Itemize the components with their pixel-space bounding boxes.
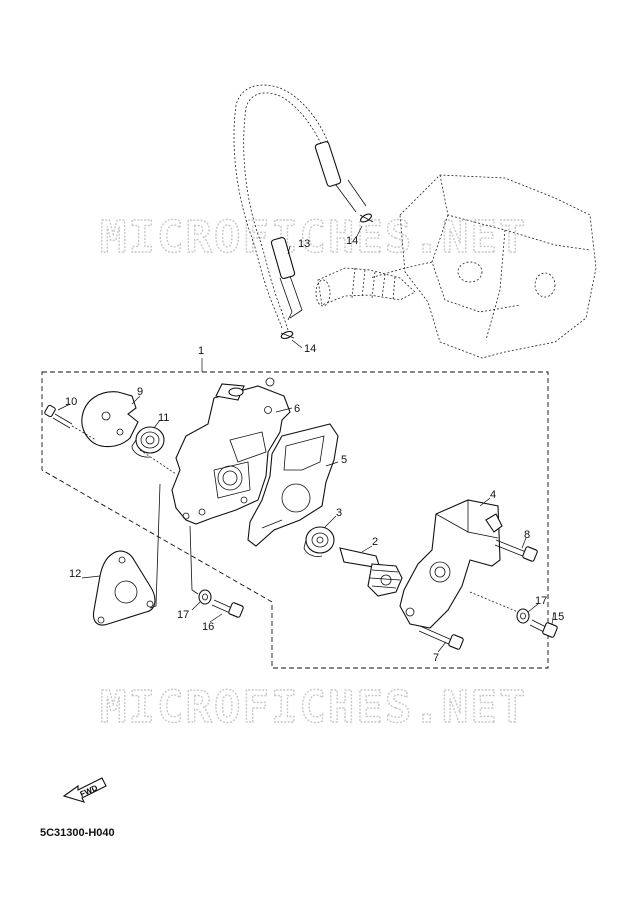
callout-16: 16 [202, 621, 214, 633]
part-2-impeller [339, 547, 403, 597]
callout-7: 7 [433, 652, 439, 664]
part-7-bolt [418, 625, 464, 650]
hose-assembly [233, 84, 367, 331]
part-17-washer-left [189, 525, 212, 605]
part-8-bolt [494, 539, 538, 562]
callout-5: 5 [341, 454, 347, 466]
fwd-label: FWD [79, 783, 100, 799]
callout-4: 4 [490, 489, 496, 501]
callout-14-upper: 14 [346, 235, 358, 247]
fwd-arrow: FWD [62, 777, 107, 803]
callout-2: 2 [372, 536, 378, 548]
callout-13: 13 [298, 238, 310, 250]
callout-1: 1 [198, 345, 204, 357]
callout-14-lower: 14 [304, 343, 316, 355]
part-9-cover-plate [81, 391, 139, 448]
part-4-pump-cover [399, 499, 503, 629]
callout-8: 8 [524, 529, 530, 541]
part-15-bolt [529, 619, 558, 638]
part-16-bolt [211, 599, 244, 618]
callout-12: 12 [69, 568, 81, 580]
leader-lines [57, 225, 555, 653]
engine-outline [315, 174, 597, 359]
hose-clamp-upper [359, 213, 374, 223]
hose-clamp-lower [280, 330, 295, 340]
callout-10: 10 [65, 396, 77, 408]
part-5-gasket [247, 423, 339, 547]
part-17-washer-right [469, 591, 530, 624]
diagram-code: 5C31300-H040 [40, 827, 115, 839]
part-12-plate [92, 449, 177, 626]
callout-6: 6 [294, 403, 300, 415]
part-11-bearing [131, 426, 165, 458]
part-6-housing [171, 377, 291, 525]
part-3-seal [303, 526, 335, 557]
callout-15: 15 [552, 611, 564, 623]
callout-9: 9 [137, 386, 143, 398]
watermark-top: MICROFICHES.NET [100, 212, 527, 263]
callout-11: 11 [158, 412, 169, 424]
pump-assembly-boundary [41, 371, 549, 669]
part-10-screw [44, 404, 97, 441]
callout-17-right: 17 [535, 595, 547, 607]
callout-3: 3 [336, 507, 342, 519]
watermark-bottom: MICROFICHES.NET [100, 682, 527, 733]
callout-17-left: 17 [177, 609, 189, 621]
